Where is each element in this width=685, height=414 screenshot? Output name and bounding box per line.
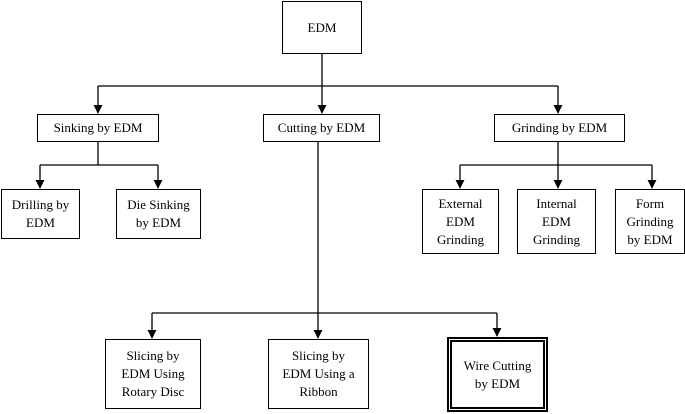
node-form-grinding-by-edm: Form Grinding by EDM (615, 189, 685, 254)
node-die-sinking-by-edm: Die Sinking by EDM (116, 189, 201, 239)
node-sinking-by-edm: Sinking by EDM (37, 114, 159, 142)
node-drilling-by-edm: Drilling by EDM (1, 189, 80, 239)
node-edm: EDM (282, 1, 362, 54)
node-grinding-by-edm: Grinding by EDM (494, 114, 625, 142)
node-slicing-rotary-disc: Slicing by EDM Using Rotary Disc (105, 339, 201, 409)
node-slicing-ribbon: Slicing by EDM Using a Ribbon (268, 339, 369, 409)
node-internal-edm-grinding: Internal EDM Grinding (517, 189, 596, 254)
node-external-edm-grinding: External EDM Grinding (422, 189, 499, 254)
node-cutting-by-edm: Cutting by EDM (263, 114, 380, 142)
node-wire-cutting-by-edm: Wire Cutting by EDM (447, 337, 548, 412)
